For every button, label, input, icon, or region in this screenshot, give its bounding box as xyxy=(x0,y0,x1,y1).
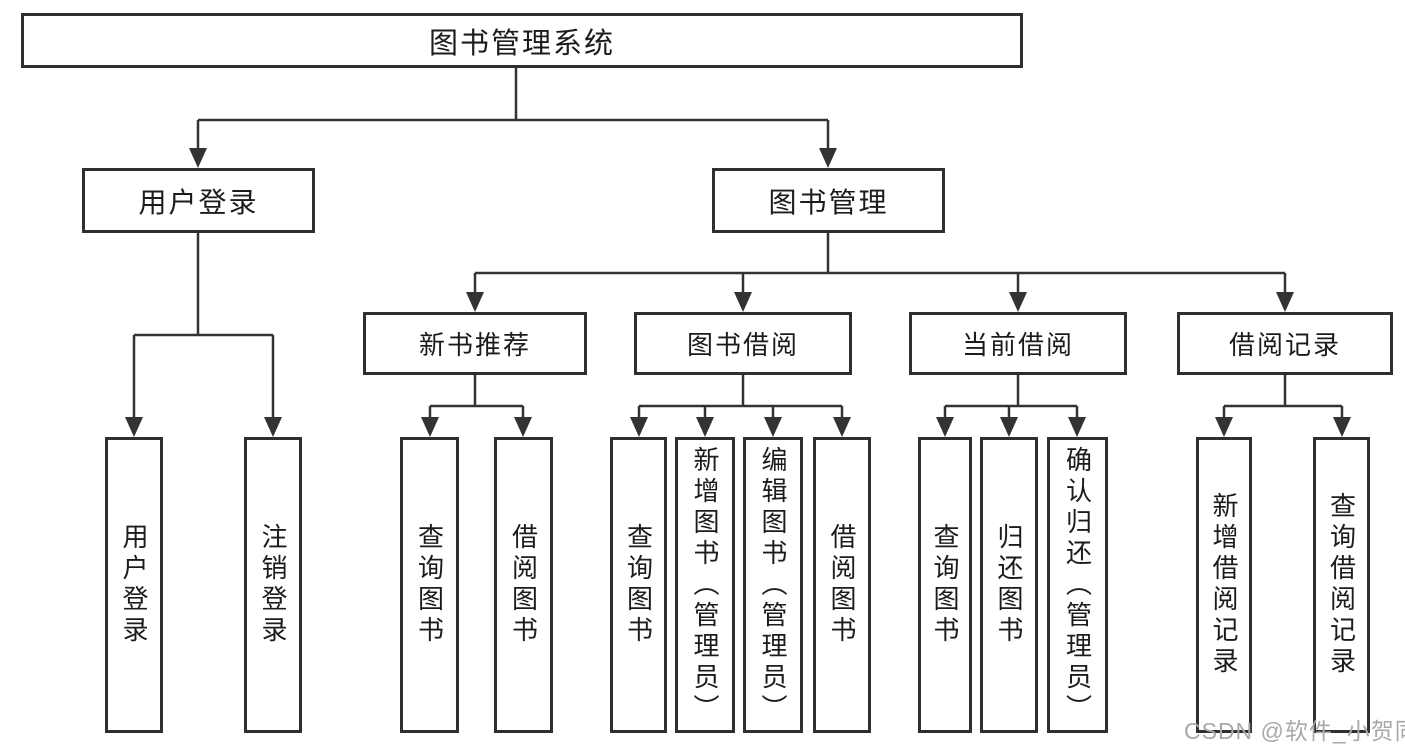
arrowheads xyxy=(125,148,1351,437)
leaf-logout: 注销登录 xyxy=(244,437,302,733)
node-borrow-records: 借阅记录 xyxy=(1177,312,1393,375)
leaf-borrow-books-recommend: 借阅图书 xyxy=(494,437,553,733)
leaf-edit-books-admin: 编辑图书（管理员） xyxy=(743,437,803,733)
leaf-search-borrow-record: 查询借阅记录 xyxy=(1313,437,1370,733)
node-label: 确认归还（管理员） xyxy=(1062,445,1093,725)
node-label: 借阅图书 xyxy=(508,523,539,647)
leaf-return-books: 归还图书 xyxy=(980,437,1038,733)
node-label: 图书管理 xyxy=(768,186,889,218)
leaf-confirm-return-admin: 确认归还（管理员） xyxy=(1047,437,1108,733)
node-label: 查询借阅记录 xyxy=(1326,492,1357,678)
node-current-borrowing: 当前借阅 xyxy=(909,312,1127,375)
node-book-management: 图书管理 xyxy=(712,168,945,233)
node-label: 注销登录 xyxy=(258,523,288,647)
node-book-borrowing: 图书借阅 xyxy=(634,312,852,375)
node-label: 归还图书 xyxy=(994,523,1024,647)
leaf-search-books-borrow: 查询图书 xyxy=(610,437,667,733)
leaf-user-login: 用户登录 xyxy=(105,437,163,733)
leaf-search-books-recommend: 查询图书 xyxy=(400,437,459,733)
leaf-borrow-books: 借阅图书 xyxy=(813,437,871,733)
leaf-add-books-admin: 新增图书（管理员） xyxy=(675,437,735,733)
node-label: 用户登录 xyxy=(138,186,259,218)
node-label: 查询图书 xyxy=(623,523,654,647)
node-label: 图书借阅 xyxy=(686,330,799,360)
node-label: 新增借阅记录 xyxy=(1209,492,1239,678)
node-label: 用户登录 xyxy=(119,523,149,647)
leaf-add-borrow-record: 新增借阅记录 xyxy=(1196,437,1252,733)
node-label: 图书管理系统 xyxy=(428,27,615,60)
node-label: 查询图书 xyxy=(414,523,445,647)
node-label: 新书推荐 xyxy=(418,330,531,360)
node-label: 当前借阅 xyxy=(961,330,1074,360)
node-user-login: 用户登录 xyxy=(82,168,315,233)
node-library-system: 图书管理系统 xyxy=(21,13,1023,68)
node-label: 查询图书 xyxy=(930,523,960,647)
node-label: 编辑图书（管理员） xyxy=(758,445,788,725)
node-label: 借阅图书 xyxy=(827,523,857,647)
csdn-watermark: CSDN @软件_小贺同学 xyxy=(1184,718,1405,744)
node-new-book-recommend: 新书推荐 xyxy=(363,312,587,375)
node-label: 借阅记录 xyxy=(1228,330,1341,360)
leaf-search-books-current: 查询图书 xyxy=(918,437,972,733)
node-label: 新增图书（管理员） xyxy=(690,445,720,725)
